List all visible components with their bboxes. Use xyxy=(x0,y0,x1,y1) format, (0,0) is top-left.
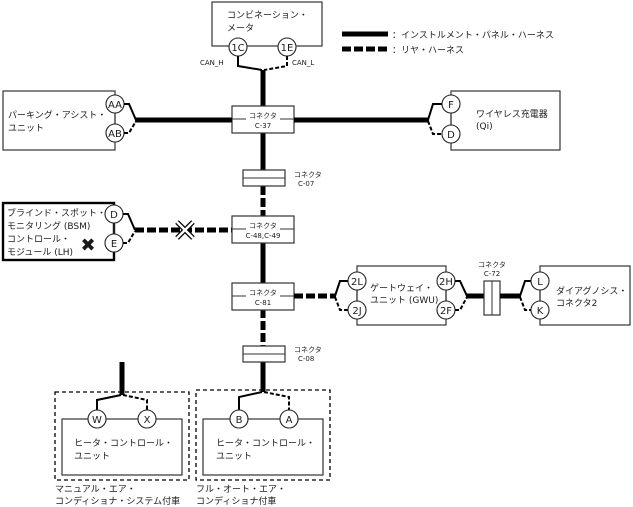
parking-assist-label-1: パーキング・アシスト・ xyxy=(8,109,106,121)
pin-2h-label: 2H xyxy=(439,277,453,288)
connector-c48-c49: コネクタ C-48,C-49 xyxy=(231,215,295,244)
pin-a xyxy=(279,409,299,429)
gateway-box xyxy=(356,265,447,326)
diagnosis-connector: L K ダイアグノシス・ コネクタ2 xyxy=(519,265,631,326)
open-circuit-icon xyxy=(175,220,195,240)
wireless-charger-label-1: ワイヤレス充電器 xyxy=(476,108,548,120)
pin-b-label: B xyxy=(236,415,243,426)
bsm-control-module: ブラインド・スポット・ モニタリング (BSM) コントロール・ モジュール (… xyxy=(1,201,232,262)
heater-manual-label-1: ヒータ・コントロール・ xyxy=(74,438,173,449)
combination-meter-label-2: メータ xyxy=(227,23,254,34)
pin-l-label: L xyxy=(537,277,543,288)
wireless-charger-label-2: (Qi) xyxy=(476,122,493,132)
manual-ac-caption-2: コンディショナ・システム付車 xyxy=(55,495,180,507)
connector-c08-id: C-08 xyxy=(298,355,314,363)
heater-auto-label-1: ヒータ・コントロール・ xyxy=(216,438,315,449)
combination-meter-label-1: コンビネーション・ xyxy=(227,10,308,21)
manual-ac-caption-1: マニュアル・エア・ xyxy=(55,485,136,495)
gateway-label-2: ユニット (GWU) xyxy=(370,296,438,306)
heater-control-auto: B A ヒータ・コントロール・ ユニット フル・オート・エア・ コンディショナ付… xyxy=(195,389,331,507)
heater-auto-box xyxy=(202,418,324,476)
heater-auto-label-2: ユニット xyxy=(216,452,252,462)
pin-2j xyxy=(347,300,367,320)
pin-l xyxy=(530,271,550,291)
pin-x-label: X xyxy=(144,415,151,426)
connector-c37-id: C-37 xyxy=(255,122,271,130)
pin-w-label: W xyxy=(92,415,102,426)
auto-ac-caption-2: コンディショナ付車 xyxy=(196,495,276,507)
diagnosis-label-2: コネクタ2 xyxy=(556,298,597,309)
parking-assist-label-2: ユニット xyxy=(8,124,44,134)
pin-1e-label: 1E xyxy=(281,43,294,54)
can-l-label: CAN_L xyxy=(292,59,314,67)
connector-c08: コネクタ C-08 xyxy=(242,345,322,363)
legend: ：インストルメント・パネル・ハーネス ：リヤ・ハーネス xyxy=(342,30,554,56)
heater-control-manual: W X ヒータ・コントロール・ ユニット マニュアル・エア・ コンディショナ・シ… xyxy=(54,362,190,507)
connector-c81-id: C-81 xyxy=(255,299,271,307)
pin-a-label: A xyxy=(286,415,293,426)
meter-can-l-wire xyxy=(263,56,288,71)
connector-c72-title: コネクタ xyxy=(478,260,506,269)
connector-c48-id: C-48,C-49 xyxy=(246,232,281,240)
legend-dashed-label: ：リヤ・ハーネス xyxy=(392,45,464,56)
heater-manual-box xyxy=(61,418,183,476)
auto-ac-caption-1: フル・オート・エア・ xyxy=(196,484,286,495)
pin-e-bsm-label: E xyxy=(111,239,117,250)
gateway-label-1: ゲートウェイ・ xyxy=(370,282,433,294)
bsm-fault-mark-icon: ✖ xyxy=(80,235,95,256)
meter-can-h-wire xyxy=(237,56,263,71)
combination-meter: コンビネーション・ メータ 1C 1E CAN_H CAN_L xyxy=(200,1,323,71)
pin-w xyxy=(87,409,107,429)
connector-c37: コネクタ C-37 xyxy=(231,105,295,134)
pin-k xyxy=(530,300,550,320)
connector-c48-title: コネクタ xyxy=(249,221,277,230)
connector-c07: コネクタ C-07 xyxy=(242,169,322,188)
wireless-charger: F D ワイヤレス充電器 (Qi) xyxy=(294,90,561,151)
auto-ac-option-box xyxy=(195,389,331,481)
pin-ab-label: AB xyxy=(108,129,122,140)
heater-manual-label-2: ユニット xyxy=(74,452,110,462)
can-h-label: CAN_H xyxy=(200,59,224,67)
pin-f-label: F xyxy=(448,100,454,111)
pin-2j-label: 2J xyxy=(352,306,361,317)
connector-c81-title: コネクタ xyxy=(249,288,277,297)
gateway-unit: 2L 2J 2H 2F ゲートウェイ・ ユニット (GWU) xyxy=(334,265,484,326)
wireless-charger-box xyxy=(450,90,561,151)
connector-c81: コネクタ C-81 xyxy=(231,282,295,311)
parking-assist-box xyxy=(2,90,116,151)
pin-k-label: K xyxy=(537,306,544,317)
pin-aa-label: AA xyxy=(108,100,122,111)
bsm-label-4: モジュール (LH) xyxy=(7,248,73,258)
bsm-label-2: モニタリング (BSM) xyxy=(7,220,90,232)
combination-meter-box xyxy=(211,1,323,47)
connector-c72-id: C-72 xyxy=(484,270,500,278)
connector-c37-title: コネクタ xyxy=(249,111,277,120)
pin-f xyxy=(441,94,461,114)
connector-c72: コネクタ C-72 xyxy=(478,260,521,316)
pin-d-charger xyxy=(441,124,461,144)
connector-c08-title: コネクタ xyxy=(294,345,322,354)
bsm-label-1: ブラインド・スポット・ xyxy=(7,207,106,219)
pin-d-bsm-label: D xyxy=(110,210,118,221)
pin-d-charger-label: D xyxy=(447,130,455,141)
pin-2f-label: 2F xyxy=(440,306,452,317)
pin-1c-label: 1C xyxy=(231,43,244,54)
pin-2l xyxy=(347,271,367,291)
pin-b xyxy=(229,409,249,429)
connector-c07-id: C-07 xyxy=(298,180,314,188)
parking-assist-unit: パーキング・アシスト・ ユニット AA AB xyxy=(2,90,232,151)
pin-2l-label: 2L xyxy=(351,277,363,288)
connector-c07-title: コネクタ xyxy=(294,170,322,179)
bsm-label-3: コントロール・ xyxy=(7,235,70,245)
legend-solid-label: ：インストルメント・パネル・ハーネス xyxy=(392,30,554,41)
diagnosis-label-1: ダイアグノシス・ xyxy=(556,285,627,297)
pin-x xyxy=(137,409,157,429)
diagnosis-connector-box xyxy=(539,265,631,326)
